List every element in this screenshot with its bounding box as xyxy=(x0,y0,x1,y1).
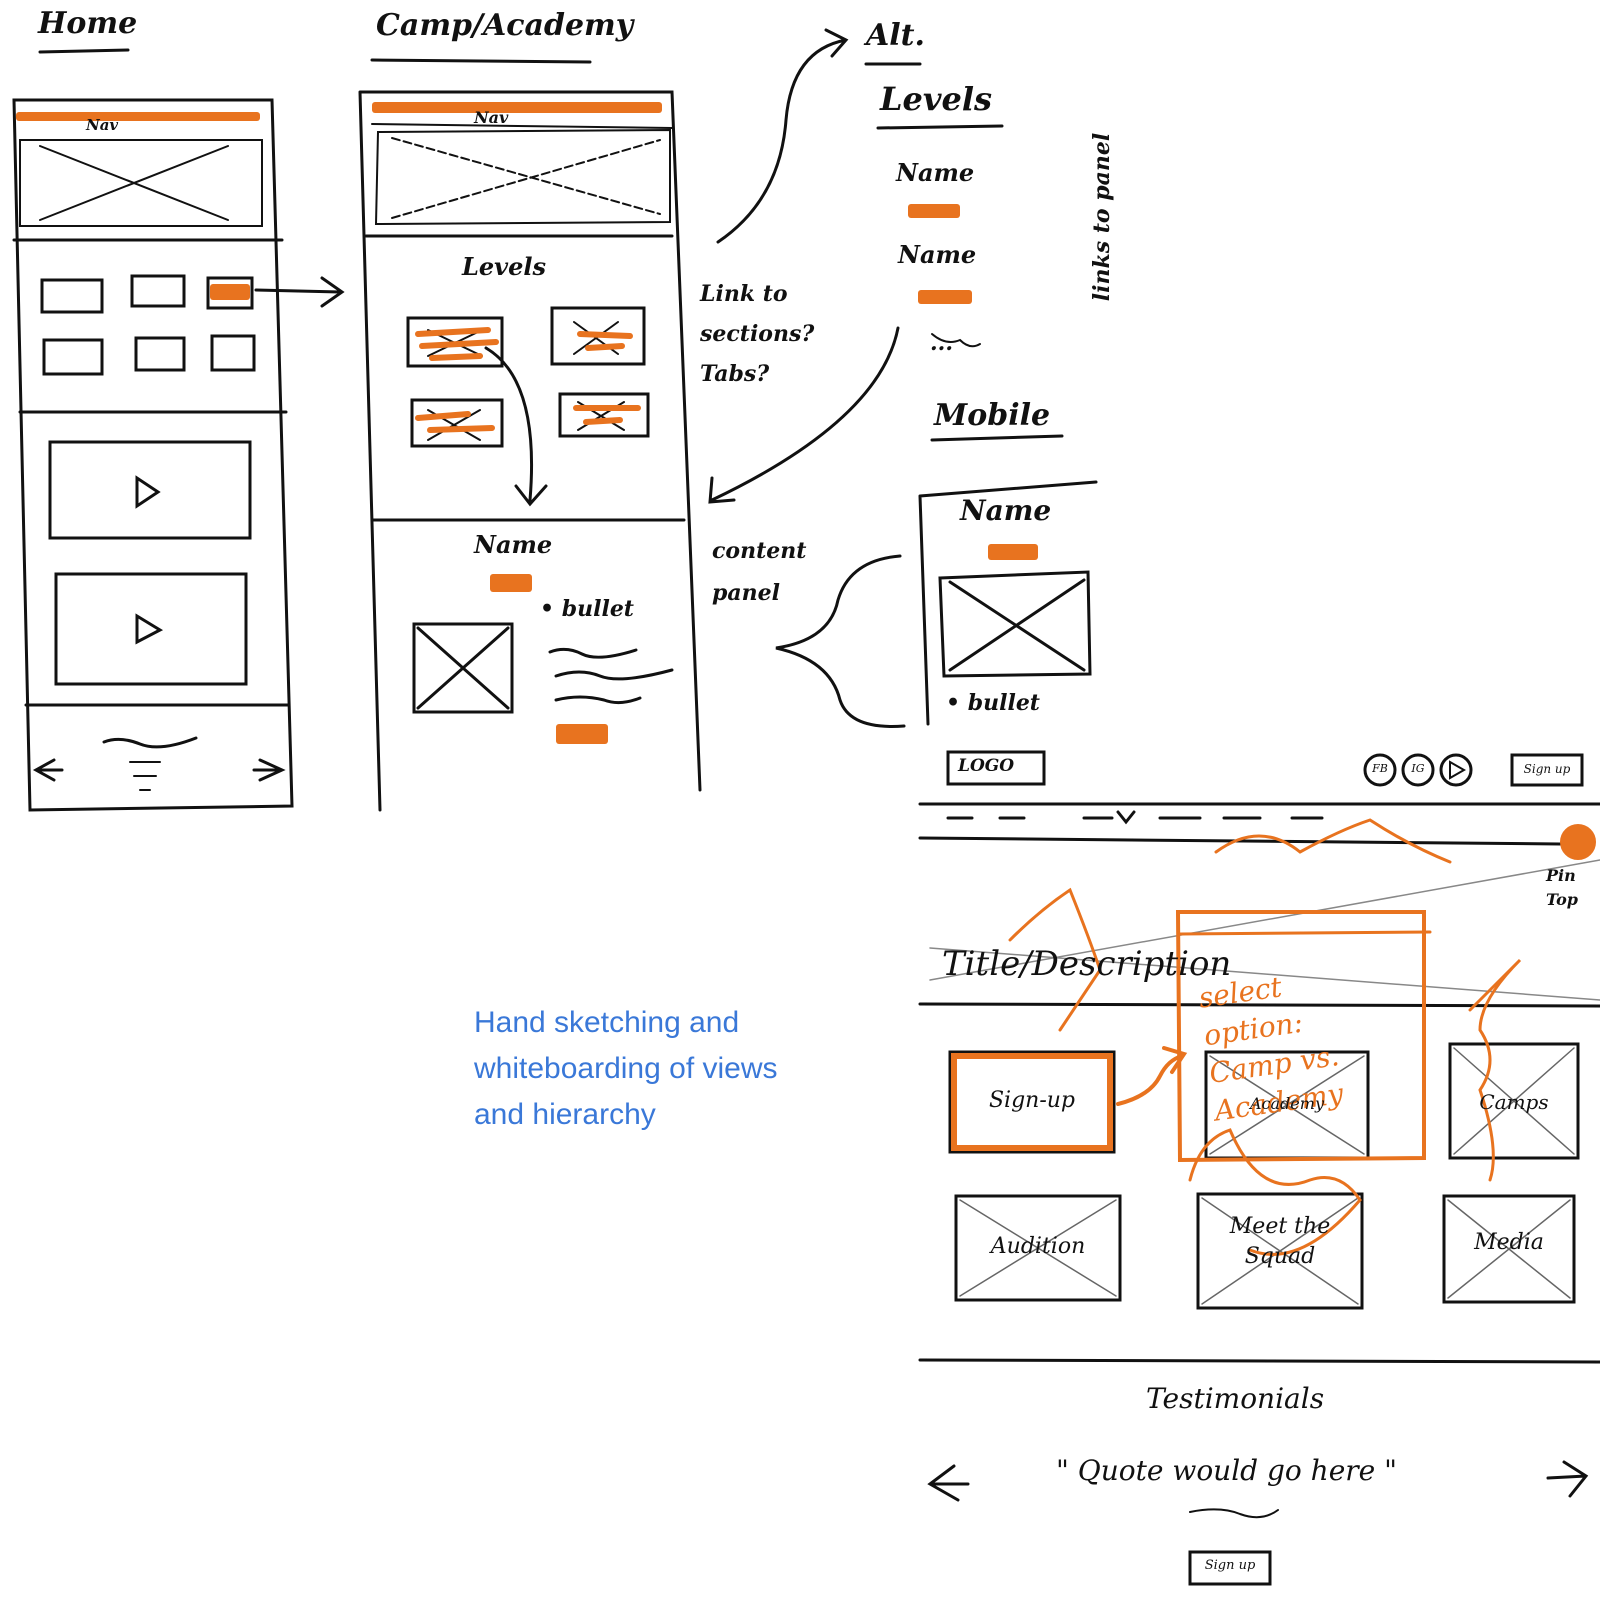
alt-title: Alt. xyxy=(866,18,925,53)
mobile-title: Mobile xyxy=(934,398,1051,433)
card-camps[interactable]: Camps xyxy=(1479,1090,1549,1114)
camp-levels-label: Levels xyxy=(462,252,546,281)
alt-levels-label: Levels xyxy=(880,80,992,118)
camp-cta-highlight xyxy=(556,724,608,744)
camp-nav-label: Nav xyxy=(474,108,509,127)
title-description: Title/Description xyxy=(942,944,1232,984)
mobile-bullet-label: • bullet xyxy=(946,690,1040,716)
home-nav-label: Nav xyxy=(86,116,119,134)
alt-name-2-highlight xyxy=(918,290,972,304)
alt-name-1: Name xyxy=(896,158,975,187)
link-to-sections-note: Link to sections? Tabs? xyxy=(700,281,815,387)
camp-name-label: Name xyxy=(474,530,553,559)
camp-academy-title: Camp/Academy xyxy=(376,8,634,43)
home-level-highlight xyxy=(210,284,250,300)
home-title: Home xyxy=(38,6,138,41)
mobile-name-highlight xyxy=(988,544,1038,560)
mobile-name-label: Name xyxy=(960,494,1052,527)
card-signup[interactable]: Sign-up xyxy=(988,1088,1076,1113)
camp-name-highlight xyxy=(490,574,532,592)
card-meet-the-squad[interactable]: Meet the Squad xyxy=(1229,1214,1331,1269)
links-to-panel-note: links to panel xyxy=(1089,132,1116,302)
camp-bullet-label: • bullet xyxy=(540,596,634,622)
footer-signup-button[interactable]: Sign up xyxy=(1204,1558,1256,1573)
testimonial-quote: " Quote would go here " xyxy=(1056,1454,1398,1487)
facebook-icon[interactable]: FB xyxy=(1372,762,1388,775)
instagram-icon[interactable]: IG xyxy=(1411,762,1425,775)
logo[interactable]: LOGO xyxy=(958,756,1015,776)
camp-nav-highlight xyxy=(372,102,662,113)
card-audition[interactable]: Audition xyxy=(990,1234,1086,1259)
card-media[interactable]: Media xyxy=(1474,1230,1544,1255)
figure-caption: Hand sketching and whiteboarding of view… xyxy=(474,1006,778,1131)
testimonials-label: Testimonials xyxy=(1146,1382,1325,1415)
alt-ellipsis: ... xyxy=(930,330,953,356)
card-academy[interactable]: Academy xyxy=(1250,1094,1324,1113)
pin-top-note: Pin Top xyxy=(1546,866,1578,909)
alt-name-2: Name xyxy=(898,240,977,269)
header-signup-button[interactable]: Sign up xyxy=(1523,762,1571,776)
content-panel-note: content panel xyxy=(712,538,807,606)
home-nav-highlight xyxy=(16,112,260,121)
alt-name-1-highlight xyxy=(908,204,960,218)
